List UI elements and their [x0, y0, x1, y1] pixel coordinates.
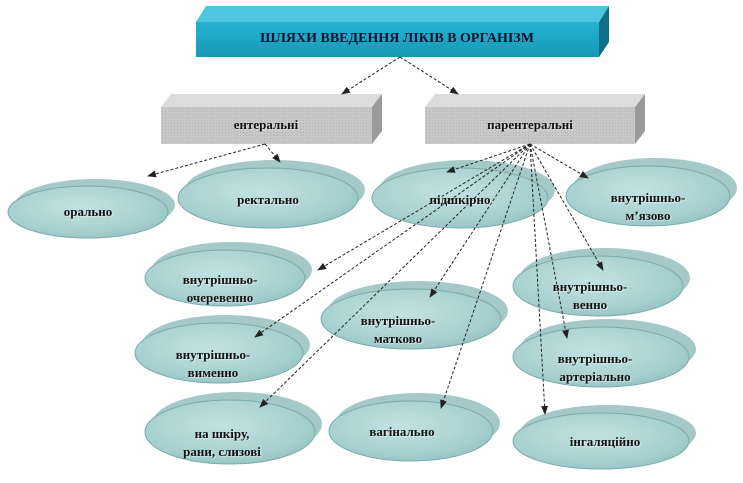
arrow-parenteral-intraarterial [529, 143, 569, 339]
arrow-parenteral-inhalation [529, 143, 549, 415]
arrow-enteral-rectal [264, 143, 281, 163]
arrow-parenteral-intramuscular [529, 143, 589, 179]
ellipse-intrauterine [320, 281, 508, 350]
arrow-parenteral-intraperitoneal [317, 143, 531, 271]
route-intraperitoneal-label: внутрішньо- очеревенно [183, 271, 258, 307]
enteral-box [161, 94, 382, 144]
route-topical-label: на шкіру, рани, слизові [183, 425, 261, 461]
arrow-parenteral-intramammary [254, 143, 531, 338]
route-inhalation-label: інгаляційно [569, 434, 641, 449]
arrow-parenteral-intrauterine [429, 143, 531, 298]
ellipse-intravenous [512, 248, 690, 317]
ellipse-oral [7, 179, 175, 239]
route-intraarterial-line-2: артеріально [559, 369, 631, 384]
ellipse-vaginal [328, 393, 500, 462]
arrow-title-parenteral [399, 56, 459, 95]
route-intraarterial-label: внутрішньо- артеріально [558, 350, 633, 386]
route-vaginal-label: вагінально [369, 424, 435, 439]
ellipse-topical [144, 392, 322, 465]
route-intraarterial-line-1: внутрішньо- [557, 351, 633, 366]
route-intrauterine-line-1: внутрішньо- [360, 313, 436, 328]
diagram-title: ШЛЯХИ ВВЕДЕННЯ ЛІКІВ В ОРГАНІЗМ [260, 31, 534, 46]
ellipse-inhalation [512, 405, 696, 470]
route-intramammary-label: внутрішньо- вименно [176, 346, 251, 382]
ellipse-intramammary [134, 315, 310, 384]
route-intrauterine-label: внутрішньо- матково [361, 312, 436, 348]
enteral-label: ентеральні [233, 117, 299, 132]
parenteral-label: парентеральні [487, 117, 573, 132]
parenteral-box [425, 94, 645, 144]
route-subcutaneous-label: підшкірно [429, 192, 491, 207]
route-intramuscular-line-2: м’язово [625, 208, 671, 223]
route-oral-label: орально [63, 204, 113, 219]
route-topical-line-2: рани, слизові [183, 444, 261, 459]
arrow-parenteral-intravenous [529, 143, 604, 271]
route-intrauterine-line-2: матково [373, 331, 423, 346]
route-intramuscular-label: внутрішньо- м’язово [611, 189, 686, 225]
route-intravenous-label: внутрішньо- венно [553, 278, 628, 314]
route-intraperitoneal-line-2: очеревенно [186, 290, 254, 305]
arrow-parenteral-vaginal [440, 143, 531, 409]
route-intramuscular-line-1: внутрішньо- [610, 190, 686, 205]
arrow-enteral-oral [147, 143, 266, 178]
route-rectal-label: ректально [237, 192, 299, 207]
arrow-parenteral-subcutaneous [446, 143, 531, 173]
ellipse-intramuscular [565, 158, 737, 227]
ellipse-intraperitoneal [144, 242, 312, 307]
title-box [196, 6, 609, 57]
arrow-parenteral-topical [259, 143, 531, 408]
route-intravenous-line-1: внутрішньо- [552, 279, 628, 294]
route-intraperitoneal-line-1: внутрішньо- [182, 272, 258, 287]
route-intravenous-line-2: венно [572, 297, 608, 312]
arrow-title-enteral [341, 56, 401, 95]
route-intramammary-line-2: вименно [187, 365, 239, 380]
route-topical-line-1: на шкіру, [194, 426, 250, 441]
ellipse-rectal [177, 160, 365, 229]
route-intramammary-line-1: внутрішньо- [175, 347, 251, 362]
